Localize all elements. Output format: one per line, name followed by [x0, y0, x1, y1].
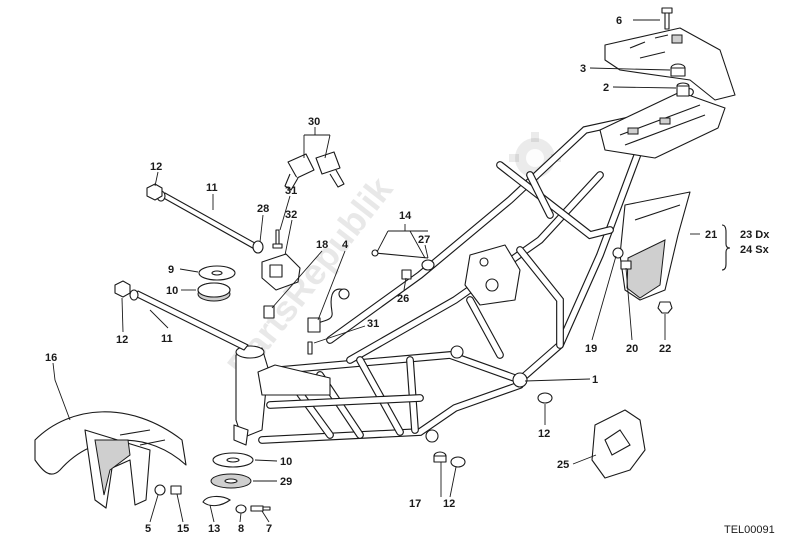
callout-28: 28 — [257, 203, 269, 215]
callout-10a: 10 — [166, 285, 178, 297]
callout-12c: 12 — [538, 428, 550, 440]
callout-13: 13 — [208, 523, 220, 535]
callout-27: 27 — [418, 234, 430, 246]
callout-11a: 11 — [206, 182, 218, 194]
plug-12-right — [537, 392, 553, 404]
nut-12-left — [114, 280, 131, 298]
callout-5: 5 — [145, 523, 151, 535]
callout-12d: 12 — [443, 498, 455, 510]
clip-13 — [202, 495, 231, 507]
callout-10b: 10 — [280, 456, 292, 468]
callout-31b: 31 — [367, 318, 379, 330]
callout-23-dx: 23 Dx — [740, 229, 770, 241]
callout-31a: 31 — [285, 185, 297, 197]
brace-23-24 — [721, 224, 731, 271]
bolt-11-lower — [129, 289, 249, 351]
callout-4: 4 — [342, 239, 349, 251]
screw-7 — [250, 505, 271, 512]
bracket-32 — [261, 253, 301, 291]
bolt-11-upper — [156, 190, 263, 252]
washer-28 — [252, 240, 264, 254]
washer-29 — [210, 473, 252, 489]
screw-31-lower — [307, 341, 313, 355]
seat-bracket — [604, 27, 736, 101]
screw-15 — [170, 485, 182, 495]
callout-32: 32 — [285, 209, 297, 221]
callout-17: 17 — [409, 498, 421, 510]
callout-24-sx: 24 Sx — [740, 244, 770, 256]
callout-8: 8 — [238, 523, 244, 535]
washer-10-upper — [197, 282, 231, 302]
leader-lines — [52, 19, 700, 523]
spacer-20 — [620, 260, 632, 270]
screw-31-upper — [272, 229, 283, 249]
callout-20: 20 — [626, 343, 638, 355]
callout-29: 29 — [280, 476, 292, 488]
plug-12-bottom — [450, 456, 466, 468]
callout-1: 1 — [592, 374, 598, 386]
cable-tie-14 — [371, 249, 435, 280]
frame-main — [233, 88, 726, 446]
callout-3: 3 — [580, 63, 586, 75]
callout-14: 14 — [399, 210, 412, 222]
callout-30: 30 — [308, 116, 320, 128]
washer-8 — [235, 504, 247, 514]
keys-30 — [284, 151, 345, 191]
spacer-18 — [263, 305, 275, 319]
nut-12-upper — [146, 183, 163, 201]
decal-25 — [591, 409, 646, 479]
sensor-4 — [307, 288, 350, 333]
front-fender-16 — [34, 411, 187, 509]
callout-25: 25 — [557, 459, 569, 471]
callout-7: 7 — [266, 523, 272, 535]
screw-6 — [661, 7, 673, 30]
grommet-3 — [670, 63, 686, 77]
callout-21: 21 — [705, 229, 717, 241]
screw-5 — [154, 484, 166, 496]
callout-19: 19 — [585, 343, 597, 355]
washer-10-lower — [212, 452, 254, 468]
bush-17 — [433, 451, 447, 463]
side-panel-21 — [619, 191, 691, 301]
screw-22 — [657, 301, 673, 314]
callout-6: 6 — [616, 15, 622, 27]
callout-26: 26 — [397, 293, 409, 305]
grommet-19 — [612, 247, 624, 259]
callout-2: 2 — [603, 82, 609, 94]
callout-9: 9 — [168, 264, 174, 276]
callout-22: 22 — [659, 343, 671, 355]
drawing-code: TEL00091 — [724, 524, 775, 536]
spacer-2 — [676, 82, 690, 97]
callout-18: 18 — [316, 239, 328, 251]
callout-11b: 11 — [161, 333, 173, 345]
callout-15: 15 — [177, 523, 189, 535]
callout-12a: 12 — [150, 161, 162, 173]
callout-12b: 12 — [116, 334, 128, 346]
callout-16: 16 — [45, 352, 57, 364]
callout-labels: 6 3 2 30 12 11 31 28 32 14 27 26 9 10 18… — [45, 15, 770, 535]
washer-9 — [198, 265, 236, 281]
